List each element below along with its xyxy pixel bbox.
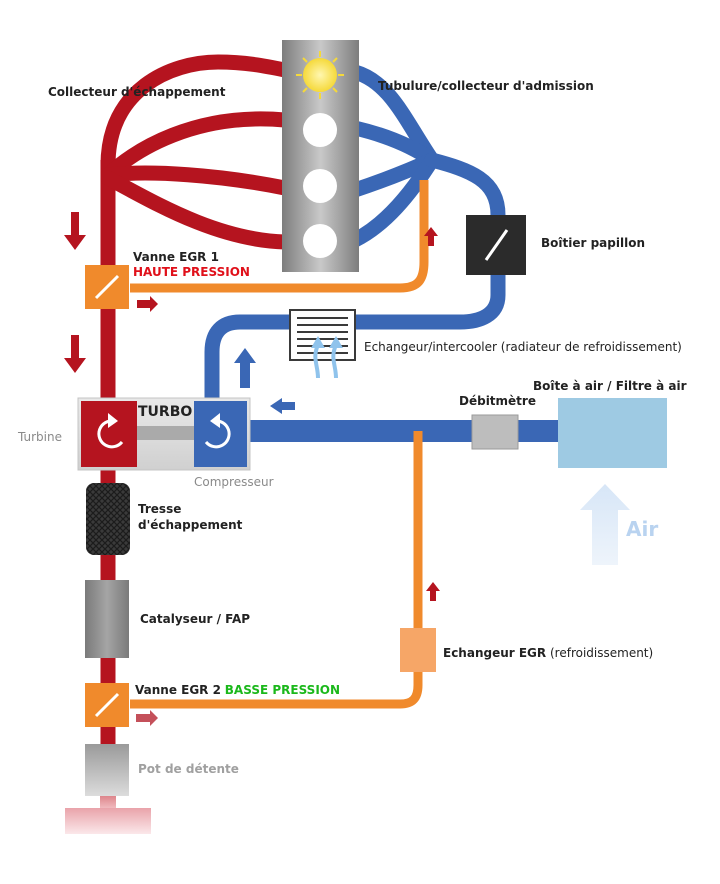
- exhaust-outlet: [65, 808, 151, 834]
- label-air: Air: [626, 517, 659, 541]
- intake-manifold: [204, 64, 506, 418]
- turbine: [81, 401, 137, 467]
- label-braid-line2: d'échappement: [138, 518, 243, 532]
- intercooler-fins-icon: [297, 317, 348, 354]
- muffler: [85, 744, 129, 796]
- label-turbo: TURBO: [138, 404, 193, 420]
- label-braid-line1: Tresse: [138, 502, 182, 516]
- label-throttle-body: Boîtier papillon: [541, 236, 645, 250]
- label-muffler: Pot de détente: [138, 762, 239, 776]
- compressor-rotation-icon: [204, 419, 231, 449]
- air-box: [558, 398, 667, 468]
- exhaust-braid: [86, 483, 130, 555]
- cylinder-2: [303, 113, 337, 147]
- label-catalyst: Catalyseur / FAP: [140, 612, 251, 626]
- combustion-rays-icon: [296, 51, 344, 99]
- exhaust-flow-arrows: [64, 212, 440, 601]
- label-intercooler: Echangeur/intercooler (radiateur de refr…: [364, 340, 682, 354]
- egr-lp-loop: [130, 431, 423, 709]
- label-low-pressure: BASSE PRESSION: [224, 683, 341, 697]
- label-compressor: Compresseur: [194, 475, 274, 489]
- compressor: [194, 401, 247, 467]
- catalyst-fap: [85, 580, 129, 658]
- turbine-rotation-icon: [97, 419, 124, 449]
- label-exhaust-manifold: Collecteur d'échappement: [48, 85, 226, 99]
- exhaust-manifold: [100, 54, 293, 250]
- egr-lp-flow-arrow: [136, 710, 158, 726]
- turbo-shaft: [136, 426, 196, 440]
- air-inlet-arrow-icon: [580, 484, 630, 565]
- throttle-flap-icon: [484, 229, 509, 261]
- egr-cooler: [400, 628, 436, 672]
- cylinder-3: [303, 169, 337, 203]
- cylinder-1-combustion: [303, 58, 337, 92]
- label-egr-valve-1: Vanne EGR 1: [133, 250, 219, 264]
- label-egr-valve-2: Vanne EGR 2 BASSE PRESSION: [135, 683, 340, 698]
- label-high-pressure: HAUTE PRESSION: [133, 265, 250, 279]
- cooling-air-arrows-icon: [313, 344, 338, 379]
- label-egr-cooler-note: (refroidissement): [549, 646, 654, 660]
- label-egr-cooler-name: Echangeur EGR: [443, 646, 547, 660]
- label-egr-valve-2-name: Vanne EGR 2: [135, 683, 221, 697]
- label-intake-manifold: Tubulure/collecteur d'admission: [378, 79, 594, 93]
- label-turbine: Turbine: [18, 430, 62, 444]
- label-egr-cooler: Echangeur EGR (refroidissement): [443, 646, 653, 661]
- egr-hp-loop: [130, 180, 429, 293]
- label-flow-meter: Débitmètre: [459, 394, 536, 408]
- intake-flow-arrows: [234, 348, 295, 414]
- label-air-box: Boîte à air / Filtre à air: [533, 379, 687, 393]
- flow-meter: [471, 414, 519, 450]
- cylinder-4: [303, 224, 337, 258]
